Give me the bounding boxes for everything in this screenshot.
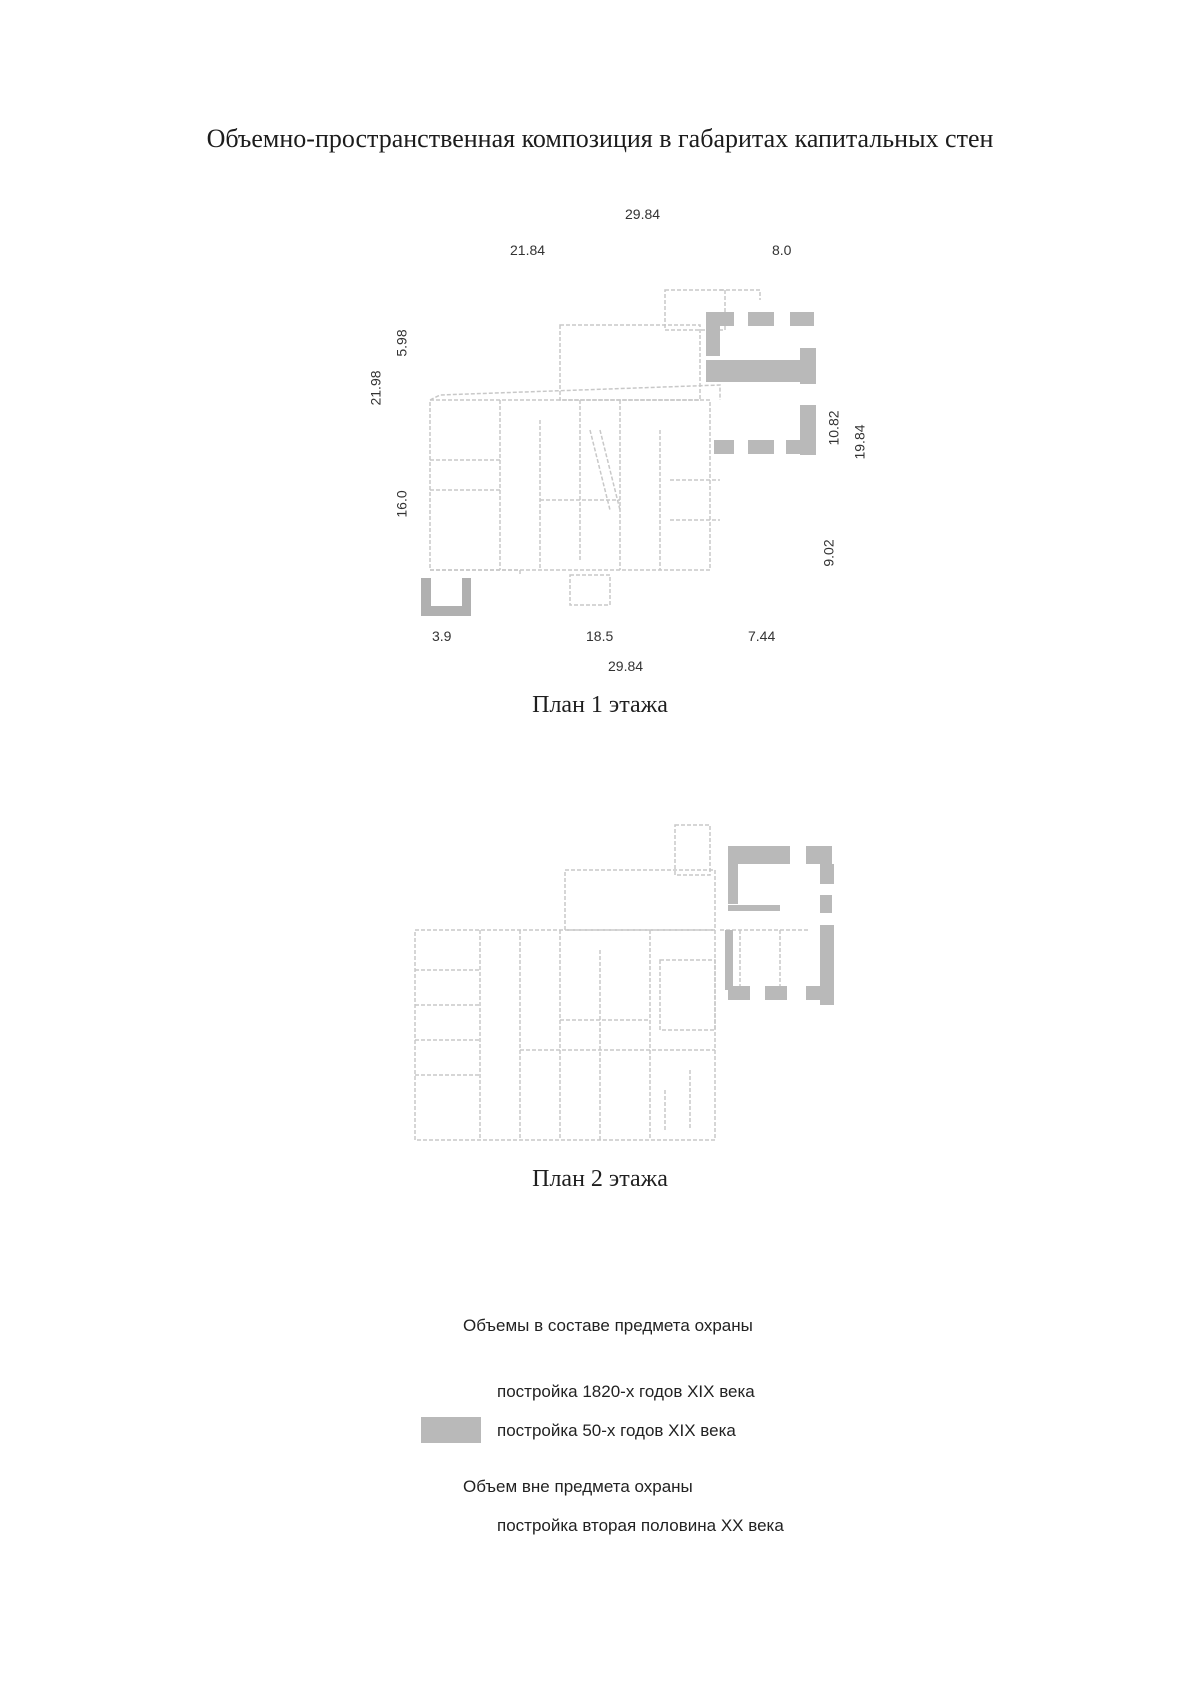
dim-bottom-c: 7.44 [748, 628, 776, 644]
dim-top-right: 8.0 [772, 242, 792, 258]
legend-heading-unprotected: Объем вне предмета охраны [463, 1477, 693, 1496]
legend-item-1820: постройка 1820-х годов XIX века [497, 1382, 755, 1401]
dim-bottom-b: 18.5 [586, 628, 614, 644]
dim-top-total: 29.84 [625, 206, 661, 222]
plan-2-drawing [414, 824, 834, 1141]
dim-bottom-a: 3.9 [432, 628, 452, 644]
dim-top-left: 21.84 [510, 242, 546, 258]
legend-item-xx: постройка вторая половина XX века [497, 1516, 784, 1535]
plan-1-drawing [421, 289, 816, 616]
legend-item-1850: постройка 50-х годов XIX века [497, 1421, 736, 1440]
dim-bottom-total: 29.84 [608, 658, 644, 674]
legend-heading-protected: Объемы в составе предмета охраны [463, 1316, 753, 1335]
plan-2-label: План 2 этажа [532, 1166, 668, 1192]
plan-1-label: План 1 этажа [532, 692, 668, 718]
document-title: Объемно-пространственная композиция в га… [206, 124, 994, 153]
legend-swatch-1850 [421, 1417, 481, 1443]
